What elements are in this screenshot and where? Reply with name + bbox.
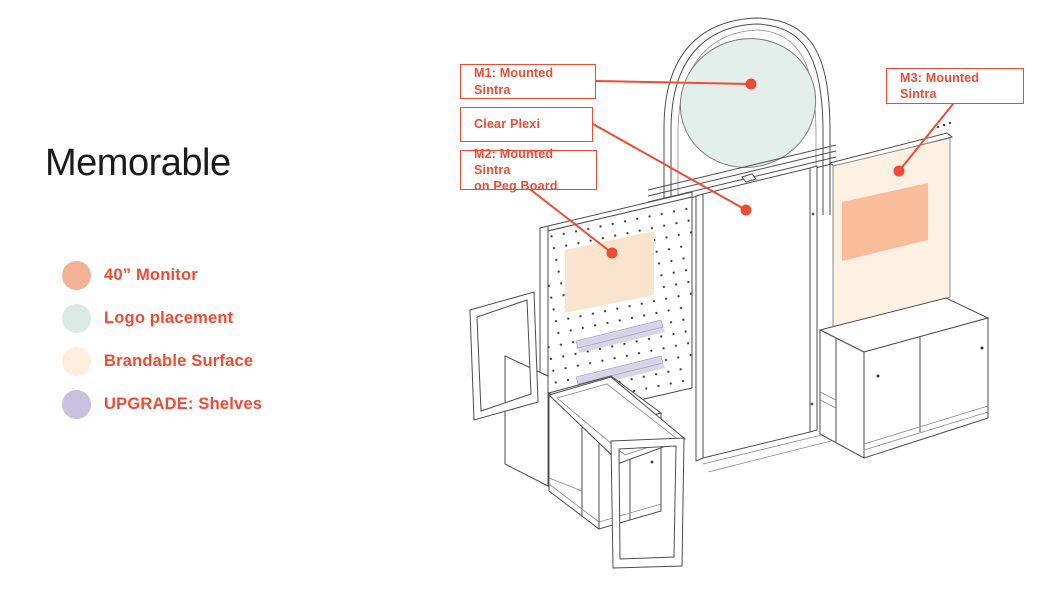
monitor-swatch-icon bbox=[62, 260, 91, 290]
callout-leaders bbox=[530, 78, 954, 259]
front-frame-table bbox=[548, 376, 686, 569]
legend-label: 40” Monitor bbox=[104, 265, 198, 284]
legend: 40” Monitor Logo placement Brandable Sur… bbox=[62, 259, 262, 420]
shelf-shadow bbox=[578, 327, 665, 353]
leader-dot-m3 bbox=[893, 165, 905, 177]
logo-swatch-icon bbox=[62, 303, 91, 333]
panel-fastener-dots bbox=[936, 121, 952, 129]
legend-item-shelves: UPGRADE: Shelves bbox=[62, 388, 262, 420]
callout-m2-mounted-sintra-pegboard: M2: Mounted Sintra on Peg Board bbox=[460, 147, 597, 193]
leader-line-m1 bbox=[595, 80, 752, 85]
legend-item-logo: Logo placement bbox=[62, 302, 262, 334]
upgrade-shelf bbox=[575, 355, 664, 385]
legend-item-brandable: Brandable Surface bbox=[62, 345, 262, 377]
legend-label: UPGRADE: Shelves bbox=[104, 394, 263, 413]
rail-connector bbox=[741, 173, 757, 183]
door-handle bbox=[650, 460, 654, 464]
callout-clear-plexi: Clear Plexi bbox=[460, 107, 593, 142]
leader-line-m3 bbox=[898, 103, 954, 172]
legend-label: Logo placement bbox=[104, 308, 234, 327]
door-handle bbox=[980, 346, 984, 350]
clear-plexi-panel bbox=[695, 165, 844, 473]
leader-line-m2 bbox=[530, 189, 613, 254]
legend-label: Brandable Surface bbox=[104, 351, 254, 370]
brandable-area-pegboard bbox=[565, 231, 654, 313]
legend-item-monitor: 40” Monitor bbox=[62, 259, 262, 291]
leader-line-plexi bbox=[592, 123, 747, 211]
door-handle bbox=[876, 374, 880, 378]
logo-placement-circle bbox=[679, 38, 817, 168]
callout-m3-mounted-sintra: M3: Mounted Sintra bbox=[886, 68, 1024, 104]
pegboard-panel bbox=[539, 191, 693, 427]
right-cabinet bbox=[818, 297, 990, 459]
left-side-panel bbox=[504, 355, 549, 487]
upgrade-shelf bbox=[575, 319, 664, 349]
callout-m1-mounted-sintra: M1: Mounted Sintra bbox=[460, 64, 596, 99]
left-frame-table bbox=[469, 291, 539, 421]
shelves-swatch-icon bbox=[62, 389, 91, 419]
brandable-swatch-icon bbox=[62, 346, 91, 376]
page-title: Memorable bbox=[45, 142, 231, 184]
monitor-area bbox=[842, 183, 928, 261]
leader-dot-m1 bbox=[745, 78, 757, 90]
leader-dot-plexi bbox=[740, 204, 752, 216]
leader-dot-m2 bbox=[606, 247, 618, 259]
